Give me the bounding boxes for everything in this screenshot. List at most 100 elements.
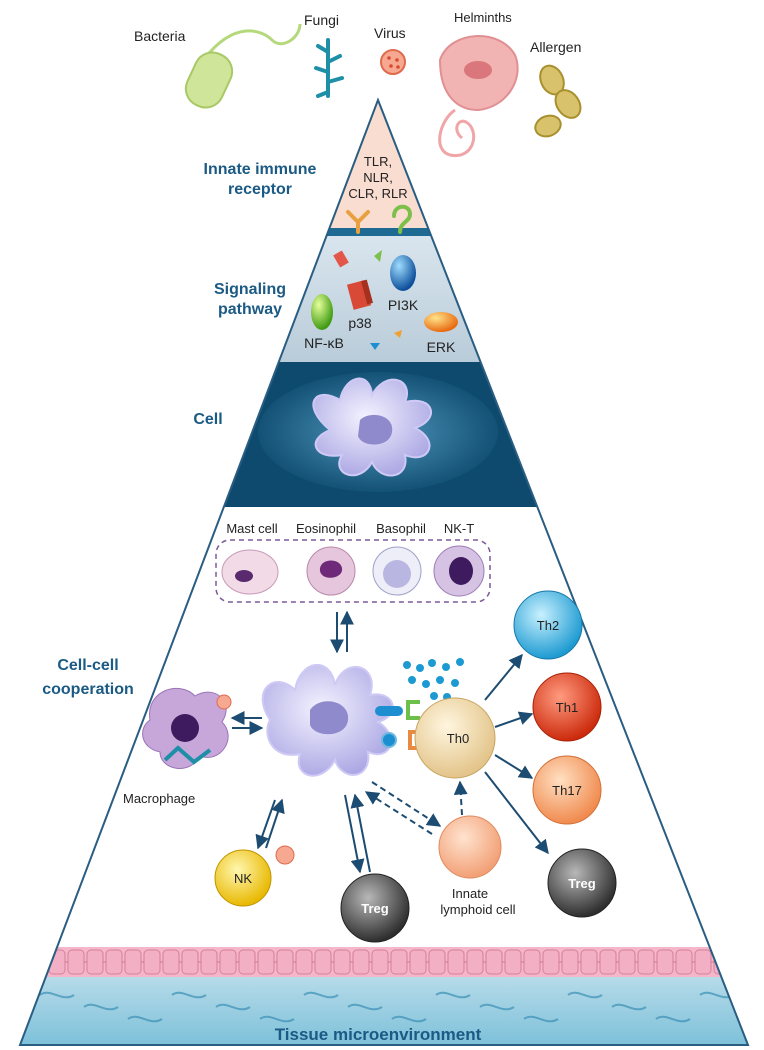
tissue-fiber [215,1003,251,1011]
th17-cell-icon [532,755,602,825]
epithelial-cell [124,949,142,975]
cytokine-dot [422,680,430,688]
interaction-arrow [364,791,433,835]
interaction-arrow [484,771,549,855]
ilc-label-1: Innate [452,886,488,901]
nk-cell-icon [214,849,272,907]
allergen-icon [534,64,582,138]
erk-label: ERK [427,339,456,355]
p38-label: p38 [348,315,372,331]
epithelial-cell [409,949,427,975]
ilc-cell-icon [438,815,502,879]
eosinophil-label: Eosinophil [296,521,356,536]
signaling-label-2: pathway [218,301,282,318]
receptor-label-3: CLR, RLR [348,186,407,201]
epithelial-cell [257,949,275,975]
bacteria-icon [184,23,302,109]
th1-cell-icon [532,672,602,742]
virus-particle-icon [275,845,295,865]
cytokine-dot [456,658,464,666]
epithelial-cell [352,949,370,975]
interaction-arrow [350,793,371,873]
tissue-fiber [39,991,75,999]
helminths-icon [438,35,519,157]
pyramid-outline [18,97,750,1046]
pi3k-label: PI3K [388,297,419,313]
th2-label: Th2 [537,618,559,633]
interaction-arrow [484,653,523,701]
interaction-arrow [371,781,442,827]
cooperation-label-2: cooperation [42,681,134,698]
hook-receptor-icon [392,204,413,234]
epithelial-cell [599,949,617,975]
epithelial-cell [86,949,104,975]
epithelial-cell [675,949,693,975]
tissue-fiber [127,1015,163,1023]
cytokine-dot [436,676,444,684]
th1-label: Th1 [556,700,578,715]
epithelial-cell [504,949,522,975]
epithelial-cell [67,949,85,975]
innate-receptor-label-1: Innate immune [204,161,317,178]
th0-cell-icon [414,697,496,779]
cell-membrane [20,228,748,236]
signal-fragment [333,250,349,268]
nkt-icon [433,545,485,597]
tissue-fiber [479,1003,515,1011]
nfkb-label: NF-κB [304,335,344,351]
tissue-fiber [259,1015,295,1023]
basophil-label: Basophil [376,521,426,536]
epithelial-cell [200,949,218,975]
epithelial-cell [390,949,408,975]
macrophage-icon [142,687,232,769]
nk-label: NK [234,871,252,886]
epithelial-cell [618,949,636,975]
epithelial-cell [561,949,579,975]
ilc-label-2: lymphoid cell [440,902,515,917]
epithelial-cell [238,949,256,975]
tissue-fiber [567,991,603,999]
epithelial-cell [295,949,313,975]
nkt-label: NK-T [444,521,474,536]
signal-fragment [370,343,380,350]
epithelial-cell [542,949,560,975]
cytokine-dot [416,664,424,672]
epithelial-cell [447,949,465,975]
epithelial-cell [466,949,484,975]
tissue-fiber [523,1015,559,1023]
epithelial-cell [637,949,655,975]
interaction-arrow [494,711,534,728]
innate-receptor-label-2: receptor [228,181,292,198]
treg-left-cell-icon [340,873,410,943]
allergen-label: Allergen [530,39,581,55]
eosinophil-icon [306,546,356,596]
macrophage-label: Macrophage [123,791,195,806]
epithelial-cell [656,949,674,975]
tissue-fiber [303,991,339,999]
cytokine-dot [442,663,450,671]
signal-fragment [374,250,382,262]
interaction-arrow [344,794,365,874]
epithelial-cell [105,949,123,975]
cytokine-dots [403,658,464,701]
epithelial-cell [276,949,294,975]
epithelial-cell [143,949,161,975]
helminths-label: Helminths [454,10,512,25]
th17-label: Th17 [552,783,582,798]
dendritic-cell-icon [312,377,432,477]
epithelial-cell [371,949,389,975]
cooperation-label-1: Cell-cell [57,657,118,674]
epithelial-cell [181,949,199,975]
treg-left-label: Treg [361,901,389,916]
tissue-fiber [611,1003,647,1011]
tissue-layer [20,977,748,1045]
p38-icon [346,279,374,310]
th2-cell-icon [513,590,583,660]
tissue-label: Tissue microenvironment [275,1025,482,1044]
epithelial-cell [162,949,180,975]
epithelial-cell [523,949,541,975]
signaling-band [20,236,748,362]
tissue-fiber [391,1015,427,1023]
receptor-label-2: NLR, [363,170,393,185]
epithelial-cell [314,949,332,975]
